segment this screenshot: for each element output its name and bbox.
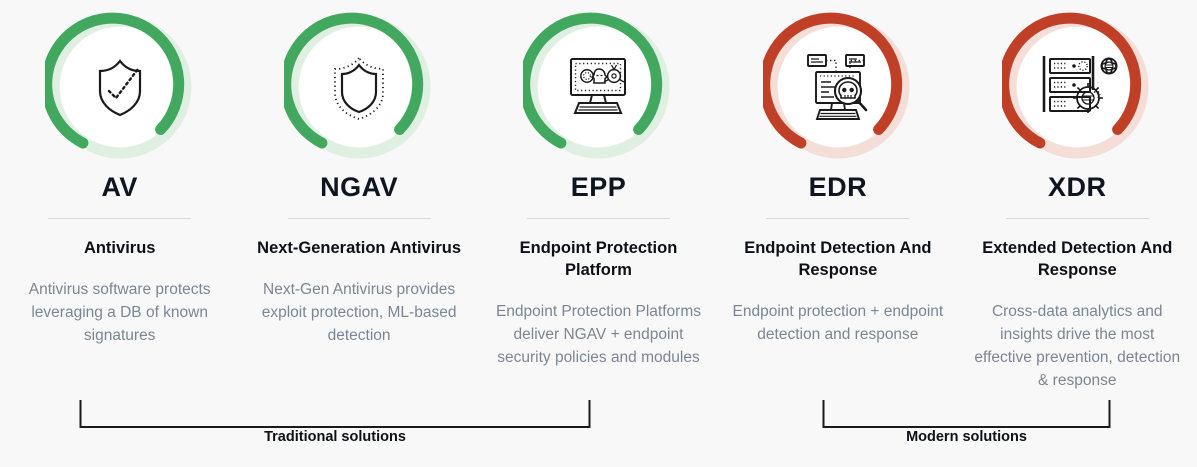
- ring-graphic-av: [44, 12, 192, 159]
- shield-check-icon: [78, 45, 162, 129]
- progress-ring-edr: [762, 12, 913, 162]
- solution-title: Endpoint Detection And Response: [744, 239, 932, 279]
- bracket-label-traditional: Traditional solutions: [264, 429, 406, 445]
- card-divider: [48, 218, 192, 219]
- progress-ring-epp: [523, 12, 673, 162]
- card-divider: [766, 218, 910, 219]
- card-divider: [526, 218, 670, 219]
- solution-card-ngav[interactable]: NGAV Next-Generation Antivirus Next-Gen …: [239, 0, 478, 393]
- ring-graphic-xdr: [1002, 12, 1149, 159]
- ring-graphic-epp: [523, 12, 670, 159]
- progress-ring-av: [44, 12, 195, 162]
- card-divider: [287, 218, 431, 219]
- acronym-label: XDR: [1048, 172, 1107, 202]
- solution-description: Next-Gen Antivirus provides exploit prot…: [261, 280, 457, 345]
- solution-title: Endpoint Protection Platform: [519, 239, 678, 279]
- solution-card-edr[interactable]: EDR Endpoint Detection And Response Endp…: [718, 0, 957, 393]
- acronym-label: EPP: [570, 172, 627, 202]
- solution-description: Cross-data analytics and insights drive …: [974, 302, 1181, 390]
- monitor-magnifier-skull-icon: [796, 45, 880, 129]
- solution-description: Antivirus software protects leveraging a…: [28, 280, 211, 345]
- bracket-lines: [79, 400, 1111, 428]
- acronym-label: NGAV: [320, 172, 399, 202]
- progress-ring-xdr: [1002, 12, 1152, 162]
- solution-title: Antivirus: [83, 239, 156, 257]
- progress-ring-ngav: [284, 12, 434, 162]
- acronym-label: EDR: [808, 172, 868, 202]
- solution-description: Endpoint Protection Platforms deliver NG…: [495, 302, 701, 367]
- monitor-malware-icon: [556, 45, 640, 129]
- solution-card-xdr[interactable]: XDR Extended Detection And Response Cros…: [958, 0, 1197, 393]
- acronym-label: AV: [101, 172, 138, 202]
- solution-title: Extended Detection And Response: [982, 239, 1173, 279]
- shield-dotted-icon: [317, 45, 401, 129]
- group-brackets: Traditional solutions Modern solutions: [0, 396, 1197, 467]
- solution-title: Next-Generation Antivirus: [257, 239, 461, 257]
- solution-card-epp[interactable]: EPP Endpoint Protection Platform Endpoin…: [479, 0, 718, 393]
- bracket-label-modern: Modern solutions: [906, 429, 1027, 445]
- card-divider: [1005, 218, 1149, 219]
- ring-graphic-ngav: [284, 12, 431, 159]
- solution-description: Endpoint protection + endpoint detection…: [732, 302, 944, 343]
- solutions-row: AV Antivirus Antivirus software protects…: [0, 0, 1197, 393]
- server-gears-icon: [1035, 45, 1119, 129]
- solution-card-av[interactable]: AV Antivirus Antivirus software protects…: [0, 0, 239, 393]
